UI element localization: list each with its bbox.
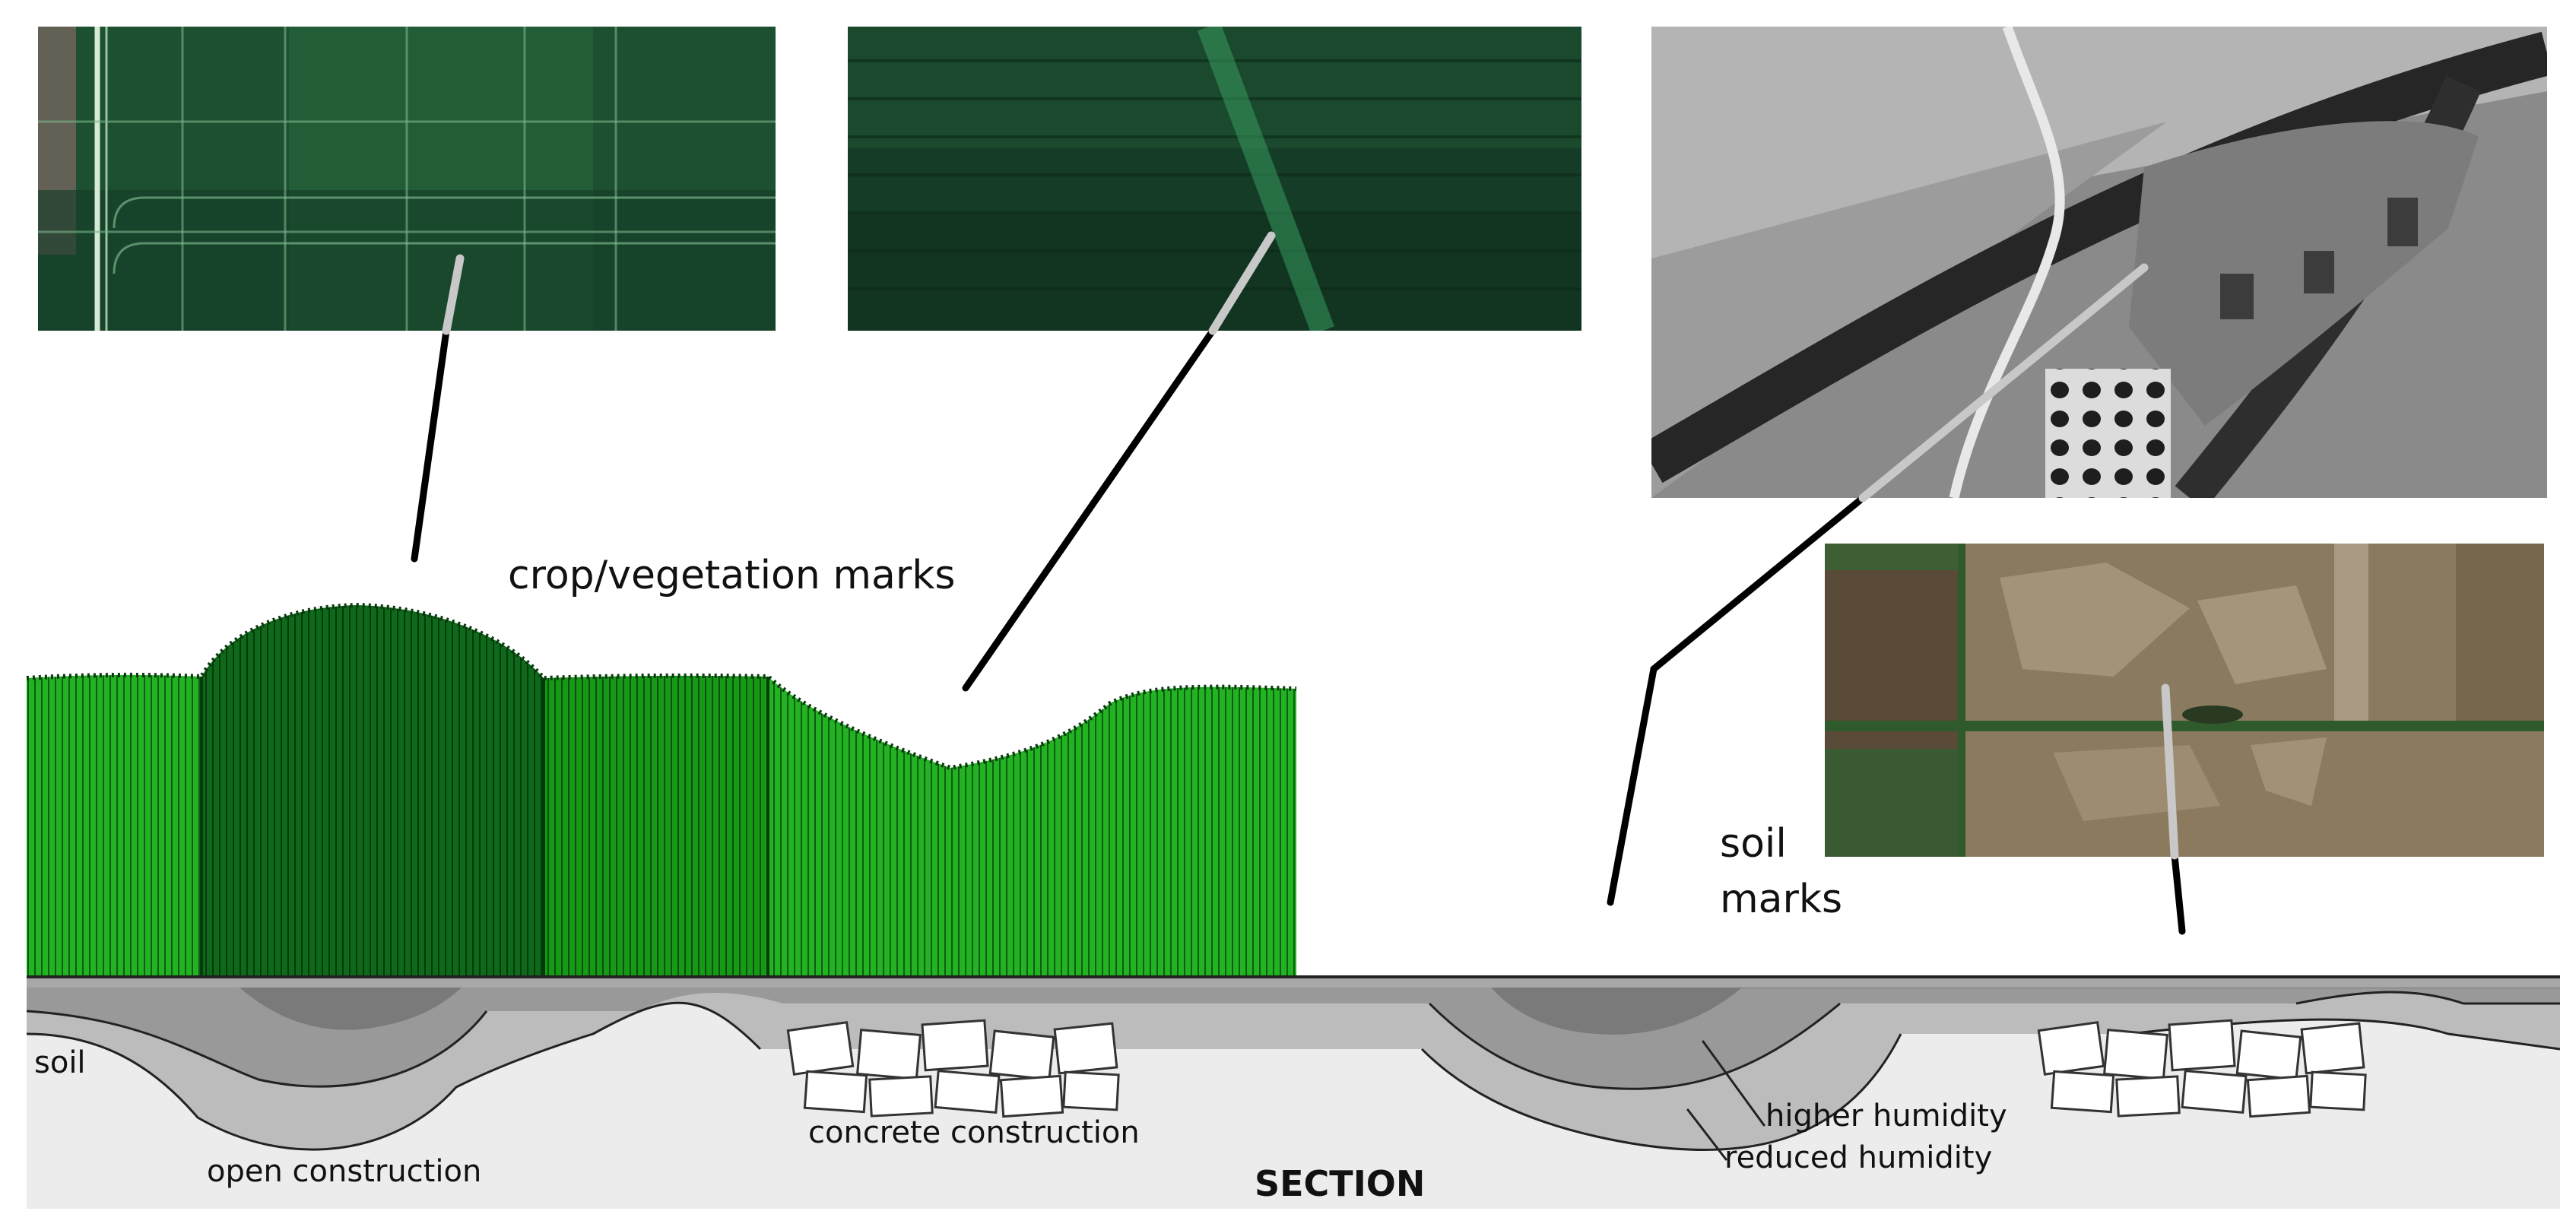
photo-soil-field — [1825, 544, 2544, 857]
label-higher-humidity: higher humidity — [1765, 1099, 2007, 1133]
crop-vegetation-columns — [26, 602, 1297, 977]
crop-mid-right — [544, 675, 768, 977]
label-open-construction: open construction — [207, 1154, 482, 1189]
leader-photo3 — [1607, 494, 1867, 906]
label-crop-vegetation-marks: crop/vegetation marks — [508, 553, 956, 598]
photo-crop-field-1 — [38, 27, 776, 331]
pointer-higher-humidity — [1702, 1040, 1765, 1127]
crop-canopy-outline — [26, 602, 1297, 771]
surface-band — [27, 977, 2560, 988]
photo-bw-archival — [1651, 27, 2547, 498]
label-soil: soil — [34, 1045, 86, 1080]
pointer-reduced-humidity — [1686, 1108, 1727, 1161]
crop-dark-middle — [201, 605, 544, 977]
soil-layer-light — [27, 977, 2560, 1150]
label-reduced-humidity: reduced humidity — [1724, 1140, 1993, 1175]
leader-photo4 — [2171, 851, 2186, 935]
concrete-blocks-right — [2037, 1019, 2367, 1118]
leader-lines — [411, 231, 2186, 1161]
label-soil-marks-line1: soil — [1720, 821, 1787, 867]
concrete-blocks-left — [786, 1019, 1120, 1118]
label-section-title: SECTION — [1255, 1163, 1426, 1204]
leader-photo1 — [411, 327, 450, 563]
label-concrete-construction: concrete construction — [808, 1115, 1140, 1150]
photo-crop-field-2 — [848, 27, 1581, 331]
leader-photo2 — [962, 327, 1217, 692]
crop-light-dip — [768, 677, 1296, 977]
label-soil-marks-line2: marks — [1720, 877, 1843, 922]
crop-light-left — [27, 674, 201, 977]
